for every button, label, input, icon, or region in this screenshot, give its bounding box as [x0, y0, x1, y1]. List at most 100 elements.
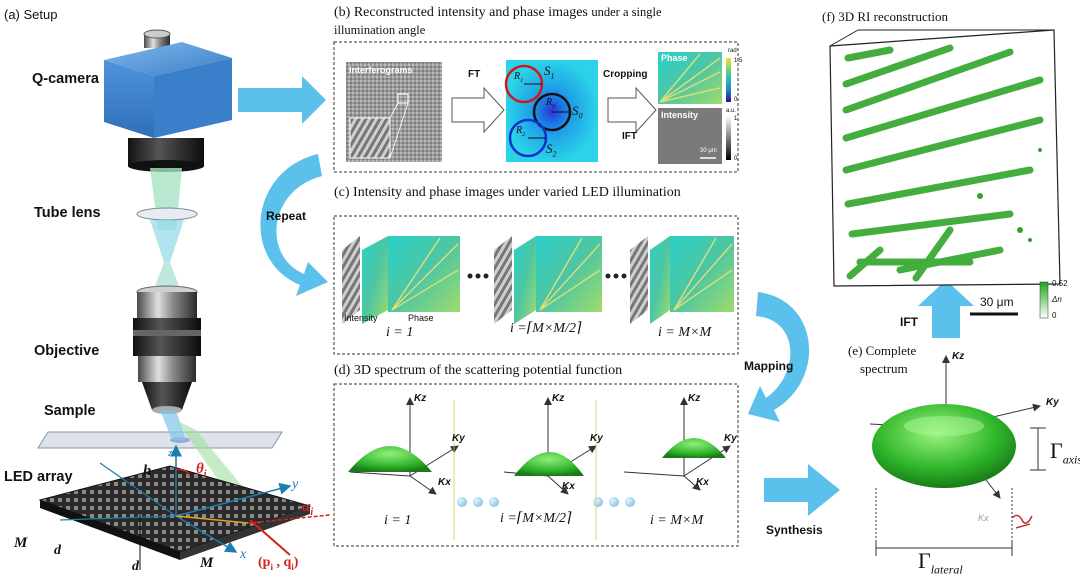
zoom-line-2 — [389, 102, 409, 159]
zoom-inset — [349, 117, 391, 159]
zoom-line-1 — [389, 102, 399, 119]
cbar-label: Δn — [1052, 295, 1062, 304]
m-label-left: M — [14, 535, 28, 551]
zoom-box — [397, 93, 409, 104]
intensity-image — [658, 108, 722, 164]
s0-label: S0 — [572, 103, 583, 121]
au-min: 0 — [734, 156, 738, 162]
au-label: a.u. — [726, 108, 737, 114]
panel-d-title: (d) 3D spectrum of the scattering potent… — [334, 363, 623, 378]
coordinate-axes — [59, 444, 331, 570]
f-scale-label: 30 μm — [980, 295, 1014, 309]
spectrum-i2 — [503, 397, 597, 495]
s2-label: S2 — [546, 141, 557, 159]
d1-ky: Ky — [452, 433, 465, 444]
arrow-to-b — [238, 76, 326, 124]
e-kx: Kx — [978, 513, 989, 523]
d3-ky: Ky — [724, 433, 737, 444]
repeat-label: Repeat — [266, 209, 307, 223]
mapping-arrow — [748, 292, 810, 422]
au-max: 1 — [734, 116, 738, 122]
spectrum-image — [506, 60, 598, 162]
tube-lens-shape — [136, 207, 198, 221]
m-label-bottom: M — [200, 555, 214, 571]
synthesis-arrow — [764, 464, 840, 516]
stack-i3 — [630, 236, 734, 324]
d-i1: i = 1 — [384, 513, 412, 528]
ft-arrow — [451, 86, 505, 134]
r1-label: R1 — [514, 71, 524, 85]
rad-label: rad — [728, 48, 737, 54]
handwritten-signature — [1011, 514, 1033, 529]
beam-blue — [160, 410, 186, 440]
d-label-2: d — [132, 559, 139, 574]
ift-label-b: IFT — [622, 131, 637, 142]
s1-label: S1 — [544, 63, 555, 81]
ift-arrow — [918, 280, 974, 338]
phase-label-c: Phase — [408, 313, 434, 323]
phase-rays — [659, 53, 721, 103]
r0-label: R0 — [546, 97, 556, 111]
h-label: h — [143, 463, 152, 479]
c-i3: i = M×M — [658, 325, 712, 340]
d1-kx: Kx — [438, 477, 451, 488]
panel-b-box — [333, 41, 739, 173]
stack-i1 — [342, 236, 460, 324]
synthesis-label: Synthesis — [766, 523, 823, 537]
d2-ky: Ky — [590, 433, 603, 444]
phase-label: Phase — [661, 53, 688, 63]
crop-arrow — [607, 86, 657, 134]
x-axis-label: x — [240, 547, 247, 562]
rad-max: 1.5 — [734, 58, 743, 64]
e-ky: Ky — [1046, 397, 1059, 408]
led-array-board — [38, 465, 312, 560]
panel-c-title: (c) Intensity and phase images under var… — [334, 185, 681, 200]
panel-d-box — [333, 383, 739, 547]
d3-kx: Kx — [696, 477, 709, 488]
panel-c-box — [333, 215, 739, 355]
d3-kz: Kz — [688, 393, 701, 404]
d-i3: i = M×M — [650, 513, 704, 528]
mapping-label: Mapping — [744, 359, 794, 373]
ft-label: FT — [468, 69, 481, 80]
tube-lens-label: Tube lens — [34, 205, 101, 221]
theta-label: θi — [196, 461, 207, 480]
intensity-label-c: Intensity — [344, 313, 378, 323]
intensity-colorbar — [726, 116, 731, 160]
objective-label: Objective — [34, 343, 100, 359]
spectrum-i1 — [348, 397, 459, 495]
pq-label: (pi , qi) — [258, 555, 299, 572]
y-axis-label: y — [292, 477, 299, 492]
ri-volume — [829, 29, 1061, 287]
objective-lens — [133, 285, 201, 414]
sample-label: Sample — [44, 403, 96, 419]
gamma-lateral-label: Γlateral — [918, 548, 963, 577]
cbar-min: 0 — [1052, 311, 1057, 320]
dots-c — [467, 273, 627, 279]
panel-b-title-line2: illumination angle — [334, 23, 426, 37]
panel-e-title-2: spectrum — [860, 361, 908, 376]
stack-i2 — [494, 236, 602, 324]
r2-label: R2 — [516, 125, 526, 139]
phase-colorbar — [726, 58, 731, 102]
d1-kz: Kz — [414, 393, 427, 404]
cropping-label: Cropping — [603, 69, 648, 80]
complete-spectrum — [869, 355, 1046, 556]
q-camera — [104, 29, 232, 172]
panel-f-title: (f) 3D RI reconstruction — [822, 9, 948, 24]
z-axis-label: z — [168, 447, 173, 459]
alpha-label: αi — [302, 499, 314, 518]
e-kz: Kz — [952, 351, 965, 362]
b-scale-label: 30 μm — [700, 148, 717, 154]
panel-b-title: (b) Reconstructed intensity and phase im… — [334, 5, 662, 20]
gamma-axis-label: Γaxis — [1050, 438, 1080, 467]
interferograms-label: Interferograms — [349, 65, 413, 75]
light-beam-focus — [150, 220, 184, 262]
c-i1: i = 1 — [386, 325, 414, 340]
panel-e-title-1: (e) Complete — [848, 343, 917, 358]
spectrum-i3 — [623, 397, 731, 491]
d2-kx: Kx — [562, 481, 575, 492]
panel-a-title: (a) Setup — [4, 7, 58, 22]
intensity-label-b: Intensity — [661, 110, 699, 120]
d2-kz: Kz — [552, 393, 565, 404]
